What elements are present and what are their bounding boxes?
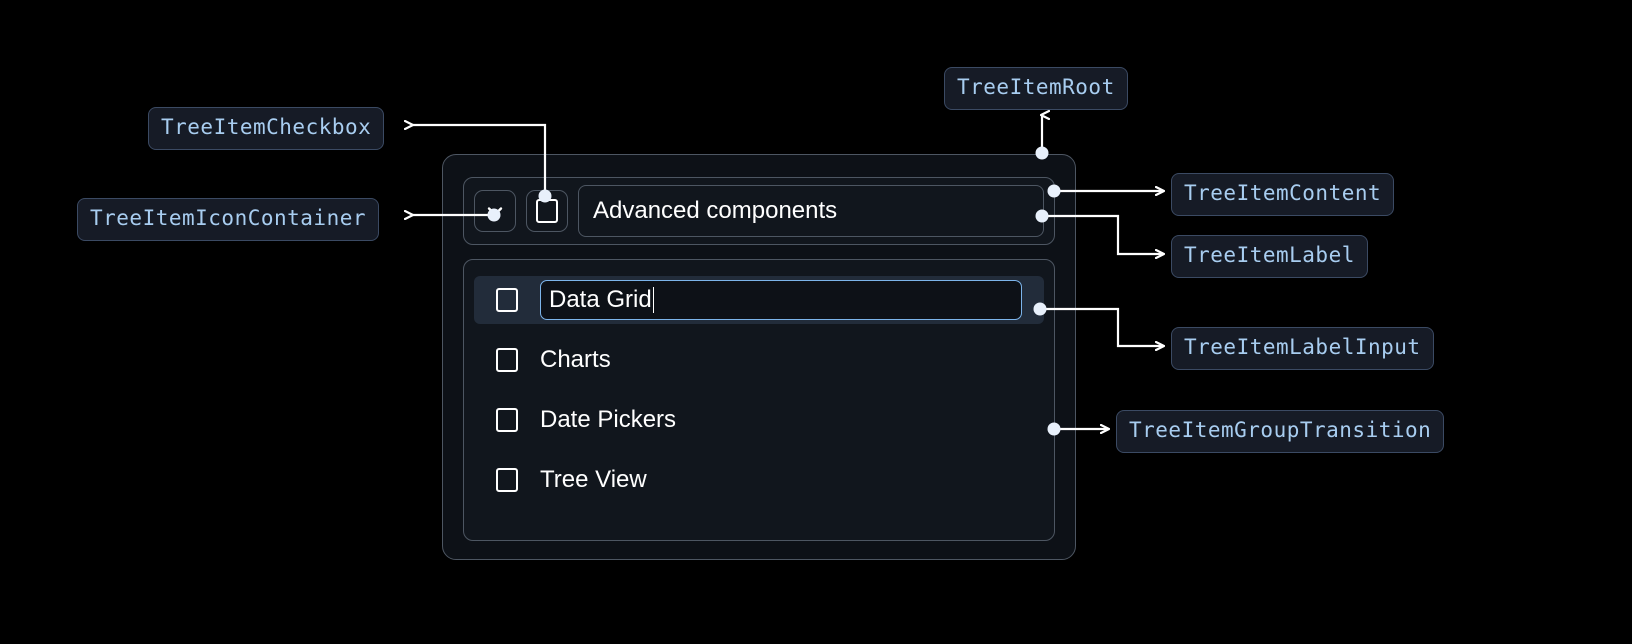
- tree-item-checkbox[interactable]: [496, 468, 518, 492]
- tree-item-label-input[interactable]: Data Grid: [540, 280, 1022, 320]
- annotation-badge-root: TreeItemRoot: [944, 67, 1128, 110]
- tree-item-group-transition: Data Grid Charts Date Pickers Tree View: [463, 259, 1055, 541]
- annotation-badge-label-input: TreeItemLabelInput: [1171, 327, 1434, 370]
- tree-item-checkbox[interactable]: [496, 348, 518, 372]
- annotation-badge-label: TreeItemLabel: [1171, 235, 1368, 278]
- tree-item-content[interactable]: Advanced components: [463, 177, 1055, 245]
- tree-item-checkbox[interactable]: [496, 288, 518, 312]
- tree-item-label: Tree View: [540, 466, 647, 493]
- tree-item-icon-container[interactable]: [474, 190, 516, 232]
- tree-item-checkbox[interactable]: [526, 190, 568, 232]
- tree-item-label-input-value: Data Grid: [549, 286, 652, 313]
- text-caret: [652, 287, 655, 313]
- chevron-down-icon: [487, 207, 503, 216]
- tree-row-data-grid[interactable]: Data Grid: [474, 276, 1044, 324]
- tree-item-root[interactable]: Advanced components Data Grid Charts Dat…: [442, 154, 1076, 560]
- tree-item-label[interactable]: Advanced components: [578, 185, 1044, 237]
- tree-item-checkbox[interactable]: [496, 408, 518, 432]
- tree-item-label: Date Pickers: [540, 406, 677, 433]
- annotation-badge-group-transition: TreeItemGroupTransition: [1116, 410, 1445, 453]
- annotation-badge-checkbox: TreeItemCheckbox: [148, 107, 385, 150]
- checkbox-box: [536, 199, 558, 223]
- tree-item-label: Charts: [540, 346, 611, 373]
- connector-root: [1035, 115, 1049, 160]
- tree-item-label-text: Advanced components: [593, 197, 838, 224]
- tree-row-tree-view[interactable]: Tree View: [474, 456, 1044, 504]
- annotation-badge-content: TreeItemContent: [1171, 173, 1395, 216]
- tree-row-date-pickers[interactable]: Date Pickers: [474, 396, 1044, 444]
- annotation-badge-icon-container: TreeItemIconContainer: [77, 198, 380, 241]
- tree-row-charts[interactable]: Charts: [474, 336, 1044, 384]
